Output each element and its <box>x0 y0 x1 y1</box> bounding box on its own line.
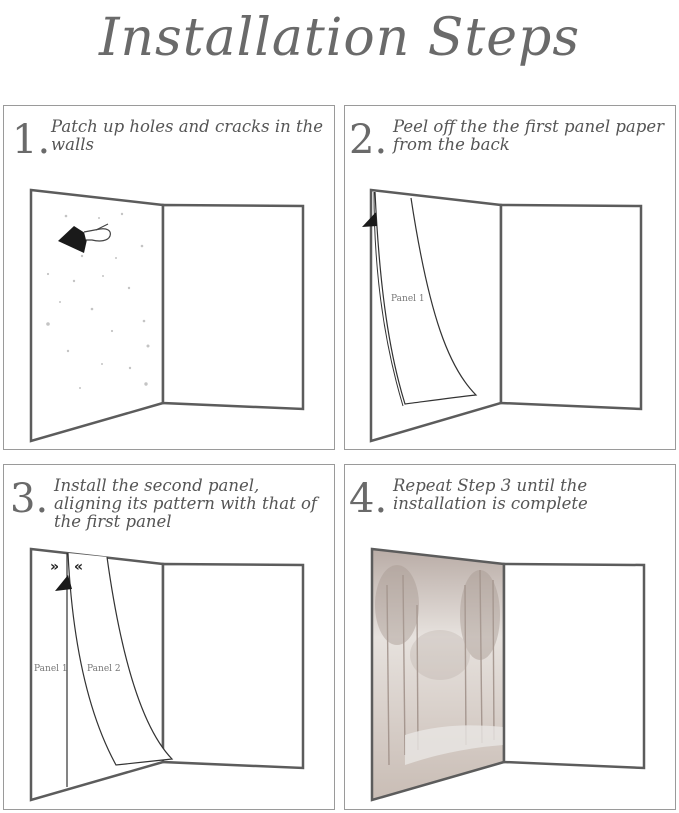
step-1-panel: 1. Patch up holes and cracks in the wall… <box>3 105 335 450</box>
step-3-text: Install the second panel, aligning its p… <box>54 476 318 531</box>
step-2-text: Peel off the the first panel paper from … <box>393 117 664 154</box>
step-2-illustration: Panel 1 <box>362 188 643 443</box>
step-4-text: Repeat Step 3 until the installation is … <box>393 476 588 513</box>
step-3-number: 3. <box>10 476 49 522</box>
step-4-number: 4. <box>349 476 388 522</box>
step-3-panel: 3. Install the second panel, aligning it… <box>3 464 335 810</box>
mural-trees <box>386 569 495 766</box>
step-1-text: Patch up holes and cracks in the walls <box>51 117 324 154</box>
hand-icon <box>55 575 72 591</box>
step-4-panel: 4. Repeat Step 3 until the installation … <box>344 464 676 810</box>
hand-icon <box>362 212 377 227</box>
wall-cracks <box>46 212 150 389</box>
panel-1-label: Panel 1 <box>391 294 425 304</box>
step-2-panel: 2. Peel off the the first panel paper fr… <box>344 105 676 450</box>
step-4-illustration <box>370 547 646 802</box>
step-1-illustration <box>29 188 305 443</box>
align-arrow-left-icon: « <box>74 559 83 575</box>
step-1-number: 1. <box>12 117 51 163</box>
putty-knife-icon <box>58 223 111 253</box>
step-3-illustration: » « Panel 1 Panel 2 <box>29 547 305 802</box>
page-title: Installation Steps <box>99 8 580 68</box>
panel-1-label: Panel 1 <box>34 664 68 674</box>
align-arrow-right-icon: » <box>50 559 59 575</box>
step-2-number: 2. <box>349 117 388 163</box>
panel-2-label: Panel 2 <box>87 664 121 674</box>
